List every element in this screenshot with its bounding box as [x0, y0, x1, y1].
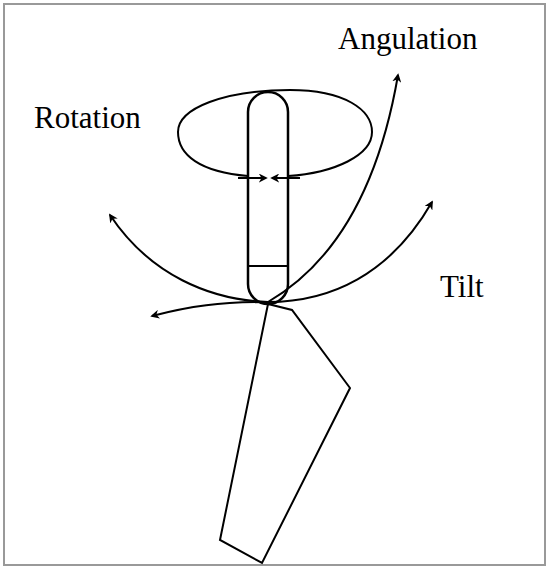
rotation-arrow — [238, 177, 266, 179]
motion-label: Angulation — [338, 22, 478, 56]
tilt-arc — [110, 202, 432, 302]
motion-label: Rotation — [34, 101, 141, 135]
angulation-arc — [268, 75, 398, 302]
rotation-arrow — [272, 177, 300, 179]
angulation-arc — [152, 302, 268, 316]
motion-label: Tilt — [440, 270, 484, 304]
screw-head — [248, 92, 288, 304]
head-line — [248, 265, 288, 267]
blade — [220, 304, 350, 563]
frame — [4, 4, 545, 565]
